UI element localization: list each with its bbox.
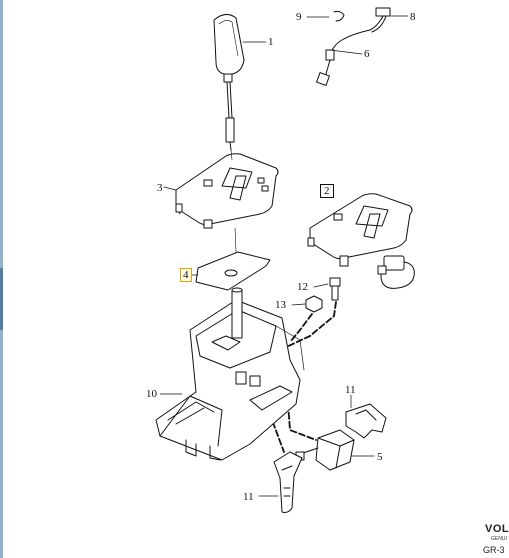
part-6-cable[interactable] bbox=[316, 49, 363, 86]
callout-3: 3 bbox=[157, 182, 163, 194]
part-13-nut[interactable] bbox=[291, 295, 323, 313]
diagram-reference-code: GR-3 bbox=[483, 545, 505, 555]
callout-6: 6 bbox=[364, 48, 370, 60]
part-8-connector[interactable] bbox=[329, 7, 409, 57]
callout-13: 13 bbox=[275, 299, 286, 311]
part-12-bolt[interactable] bbox=[313, 277, 341, 301]
part-4-pad[interactable] bbox=[191, 227, 271, 291]
callout-5: 5 bbox=[377, 451, 383, 463]
brand-logo-text: VOL bbox=[485, 523, 509, 535]
callout-11-lower: 11 bbox=[243, 491, 254, 503]
brand-subtitle: GENUI bbox=[491, 536, 507, 542]
part-3-shift-cover[interactable] bbox=[163, 149, 279, 229]
part-11-lever-lower[interactable] bbox=[258, 451, 303, 513]
callout-4: 4 bbox=[180, 268, 192, 282]
part-5-solenoid[interactable] bbox=[295, 429, 375, 471]
part-2-cover-assembly[interactable] bbox=[307, 193, 415, 289]
callout-12: 12 bbox=[297, 281, 308, 293]
part-9-clip[interactable] bbox=[306, 10, 345, 22]
window-edge-tab bbox=[0, 268, 3, 330]
part-1-gear-knob[interactable] bbox=[213, 14, 263, 151]
callout-10: 10 bbox=[146, 388, 157, 400]
part-10-selector-housing[interactable] bbox=[155, 287, 305, 461]
callout-1: 1 bbox=[268, 36, 274, 48]
callout-11-upper: 11 bbox=[345, 384, 356, 396]
part-11-bracket-upper[interactable] bbox=[345, 394, 387, 439]
callout-8: 8 bbox=[410, 11, 416, 23]
callout-9: 9 bbox=[296, 11, 302, 23]
callout-2: 2 bbox=[320, 184, 334, 198]
